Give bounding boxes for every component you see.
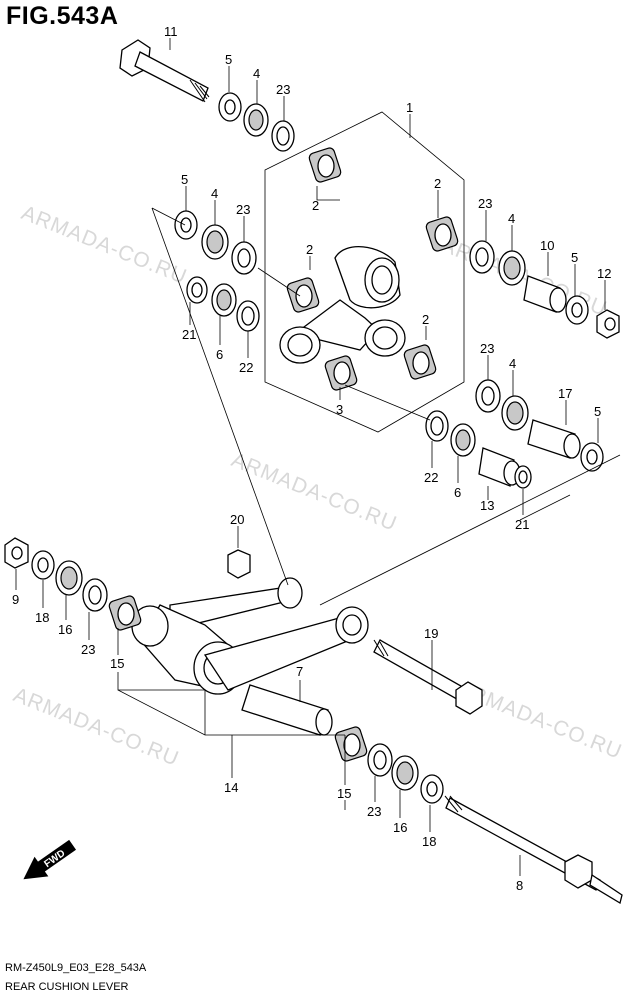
fwd-arrow: FWD: [23, 839, 77, 880]
callout-22: 22: [424, 470, 438, 485]
callout-23: 23: [367, 804, 381, 819]
assembly-frame-1: [264, 111, 465, 433]
left-lower-group: [4, 537, 142, 631]
bolt-part-19: [373, 639, 483, 715]
callout-2: 2: [422, 312, 429, 327]
lower-middle-group: [425, 410, 532, 489]
callout-11: 11: [164, 24, 178, 39]
needle-bearings-2-3: [286, 147, 459, 391]
watermark-3: ARMADA-CO.RU: [228, 448, 400, 535]
callout-numbers: 11 5 4 23 1 2 2 2 2 3 5 4 23 21 6 22 23 …: [12, 24, 611, 893]
callout-2: 2: [312, 198, 319, 213]
callout-23: 23: [480, 341, 494, 356]
callout-15: 15: [110, 656, 124, 671]
callout-6: 6: [454, 485, 461, 500]
callout-14: 14: [224, 780, 238, 795]
right-middle-group: [475, 379, 604, 472]
callout-4: 4: [253, 66, 260, 81]
bolt-part-11: [119, 39, 210, 103]
callout-16: 16: [58, 622, 72, 637]
callout-2: 2: [434, 176, 441, 191]
figure-title: FIG.543A: [6, 2, 119, 30]
callout-10: 10: [540, 238, 554, 253]
callout-22: 22: [239, 360, 253, 375]
callout-23: 23: [478, 196, 492, 211]
watermark-4: ARMADA-CO.RU: [10, 683, 182, 770]
callout-23: 23: [276, 82, 290, 97]
callout-17: 17: [558, 386, 572, 401]
leader-lines: [15, 38, 621, 876]
callout-4: 4: [508, 211, 515, 226]
callout-5: 5: [571, 250, 578, 265]
callout-5: 5: [594, 404, 601, 419]
callout-21: 21: [182, 327, 196, 342]
callout-5: 5: [225, 52, 232, 67]
callout-5: 5: [181, 172, 188, 187]
callout-13: 13: [480, 498, 494, 513]
callout-4: 4: [509, 356, 516, 371]
callout-1: 1: [406, 100, 413, 115]
spacer-shaft-part-7: [241, 684, 333, 736]
callout-23: 23: [81, 642, 95, 657]
callout-7: 7: [296, 664, 303, 679]
callout-15: 15: [337, 786, 351, 801]
callout-18: 18: [35, 610, 49, 625]
callout-18: 18: [422, 834, 436, 849]
bolt-part-8: [444, 795, 623, 905]
callout-12: 12: [597, 266, 611, 281]
callout-2: 2: [306, 242, 313, 257]
cushion-rod-assembly: [131, 549, 369, 695]
callout-8: 8: [516, 878, 523, 893]
callout-19: 19: [424, 626, 438, 641]
footer-title: REAR CUSHION LEVER: [5, 981, 129, 993]
callout-6: 6: [216, 347, 223, 362]
callout-16: 16: [393, 820, 407, 835]
lower-right-group: [334, 726, 444, 804]
callout-4: 4: [211, 186, 218, 201]
callout-23: 23: [236, 202, 250, 217]
callout-9: 9: [12, 592, 19, 607]
cushion-lever-body: [279, 246, 406, 364]
callout-3: 3: [336, 402, 343, 417]
callout-20: 20: [230, 512, 244, 527]
top-row-spacers: [218, 92, 295, 152]
callout-21: 21: [515, 517, 529, 532]
footer-code: RM-Z450L9_E03_E28_543A: [5, 962, 147, 974]
right-upper-group: [469, 240, 620, 339]
